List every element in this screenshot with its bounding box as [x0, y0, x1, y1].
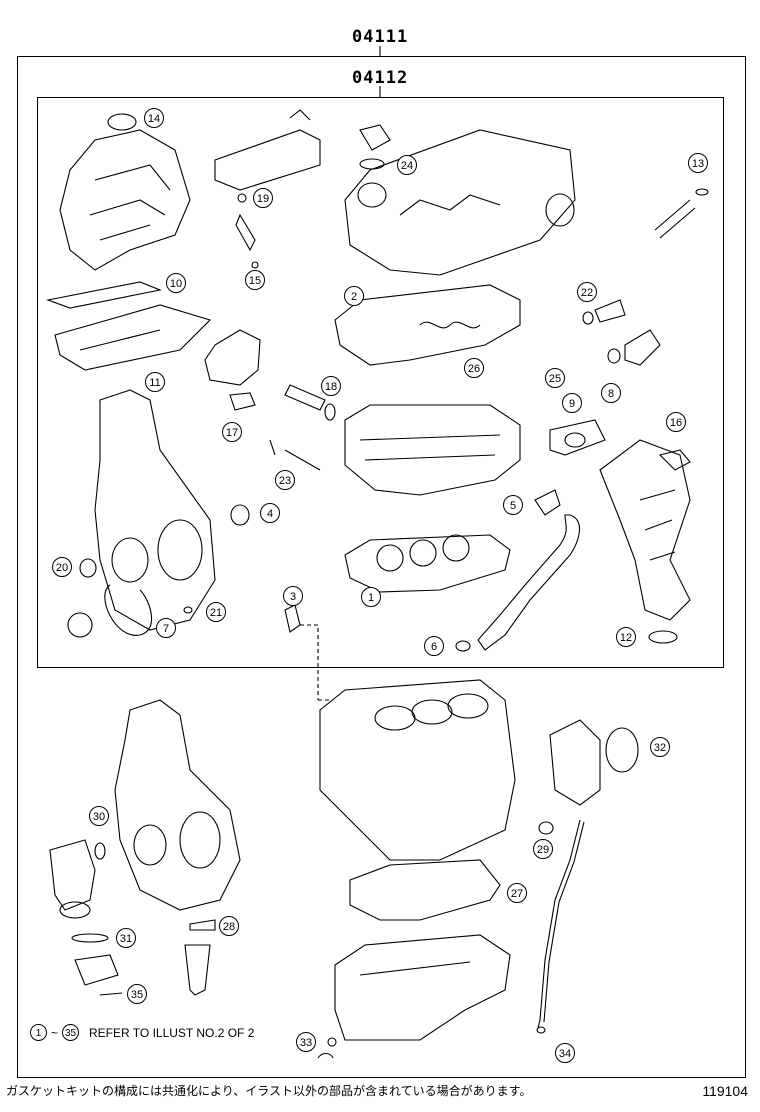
- callout-22: 22: [577, 282, 597, 302]
- callout-6: 6: [424, 636, 444, 656]
- callout-7: 7: [156, 618, 176, 638]
- intake-manifold-drawing: [59, 113, 191, 271]
- kit-code-inner: 04112: [352, 68, 409, 88]
- callout-31: 31: [116, 928, 136, 948]
- callout-35: 35: [127, 984, 147, 1004]
- callout-20: 20: [52, 557, 72, 577]
- callout-26: 26: [464, 358, 484, 378]
- callout-19: 19: [253, 188, 273, 208]
- callout-2: 2: [344, 286, 364, 306]
- callout-28: 28: [219, 916, 239, 936]
- callout-13: 13: [688, 153, 708, 173]
- illustration-reference-note: 1 ~ 35 REFER TO ILLUST NO.2 OF 2: [30, 1024, 254, 1041]
- callout-32: 32: [650, 737, 670, 757]
- callout-25: 25: [545, 368, 565, 388]
- callout-4: 4: [260, 503, 280, 523]
- callout-30: 30: [89, 806, 109, 826]
- outer-kit-frame: [17, 56, 746, 1078]
- note-tilde: ~: [51, 1025, 59, 1040]
- callout-17: 17: [222, 422, 242, 442]
- callout-16: 16: [666, 412, 686, 432]
- callout-11: 11: [145, 372, 165, 392]
- japanese-footnote: ガスケットキットの構成には共通化により、イラスト以外の部品が含まれている場合があ…: [6, 1084, 532, 1098]
- callout-33: 33: [296, 1032, 316, 1052]
- callout-1: 1: [361, 587, 381, 607]
- kit-code-outer: 04111: [352, 27, 409, 47]
- callout-29: 29: [533, 839, 553, 859]
- note-range-start: 1: [30, 1024, 47, 1041]
- callout-14: 14: [144, 108, 164, 128]
- callout-15: 15: [245, 270, 265, 290]
- callout-23: 23: [275, 470, 295, 490]
- note-text: REFER TO ILLUST NO.2 OF 2: [89, 1025, 255, 1040]
- note-range-end: 35: [62, 1024, 80, 1041]
- callout-9: 9: [562, 393, 582, 413]
- callout-12: 12: [616, 627, 636, 647]
- callout-8: 8: [601, 383, 621, 403]
- callout-18: 18: [321, 376, 341, 396]
- callout-27: 27: [507, 883, 527, 903]
- callout-24: 24: [397, 155, 417, 175]
- callout-10: 10: [166, 273, 186, 293]
- figure-number: 119104: [702, 1083, 748, 1099]
- inner-kit-frame: [37, 97, 724, 668]
- callout-3: 3: [283, 586, 303, 606]
- callout-34: 34: [555, 1043, 575, 1063]
- callout-21: 21: [206, 602, 226, 622]
- callout-5: 5: [503, 495, 523, 515]
